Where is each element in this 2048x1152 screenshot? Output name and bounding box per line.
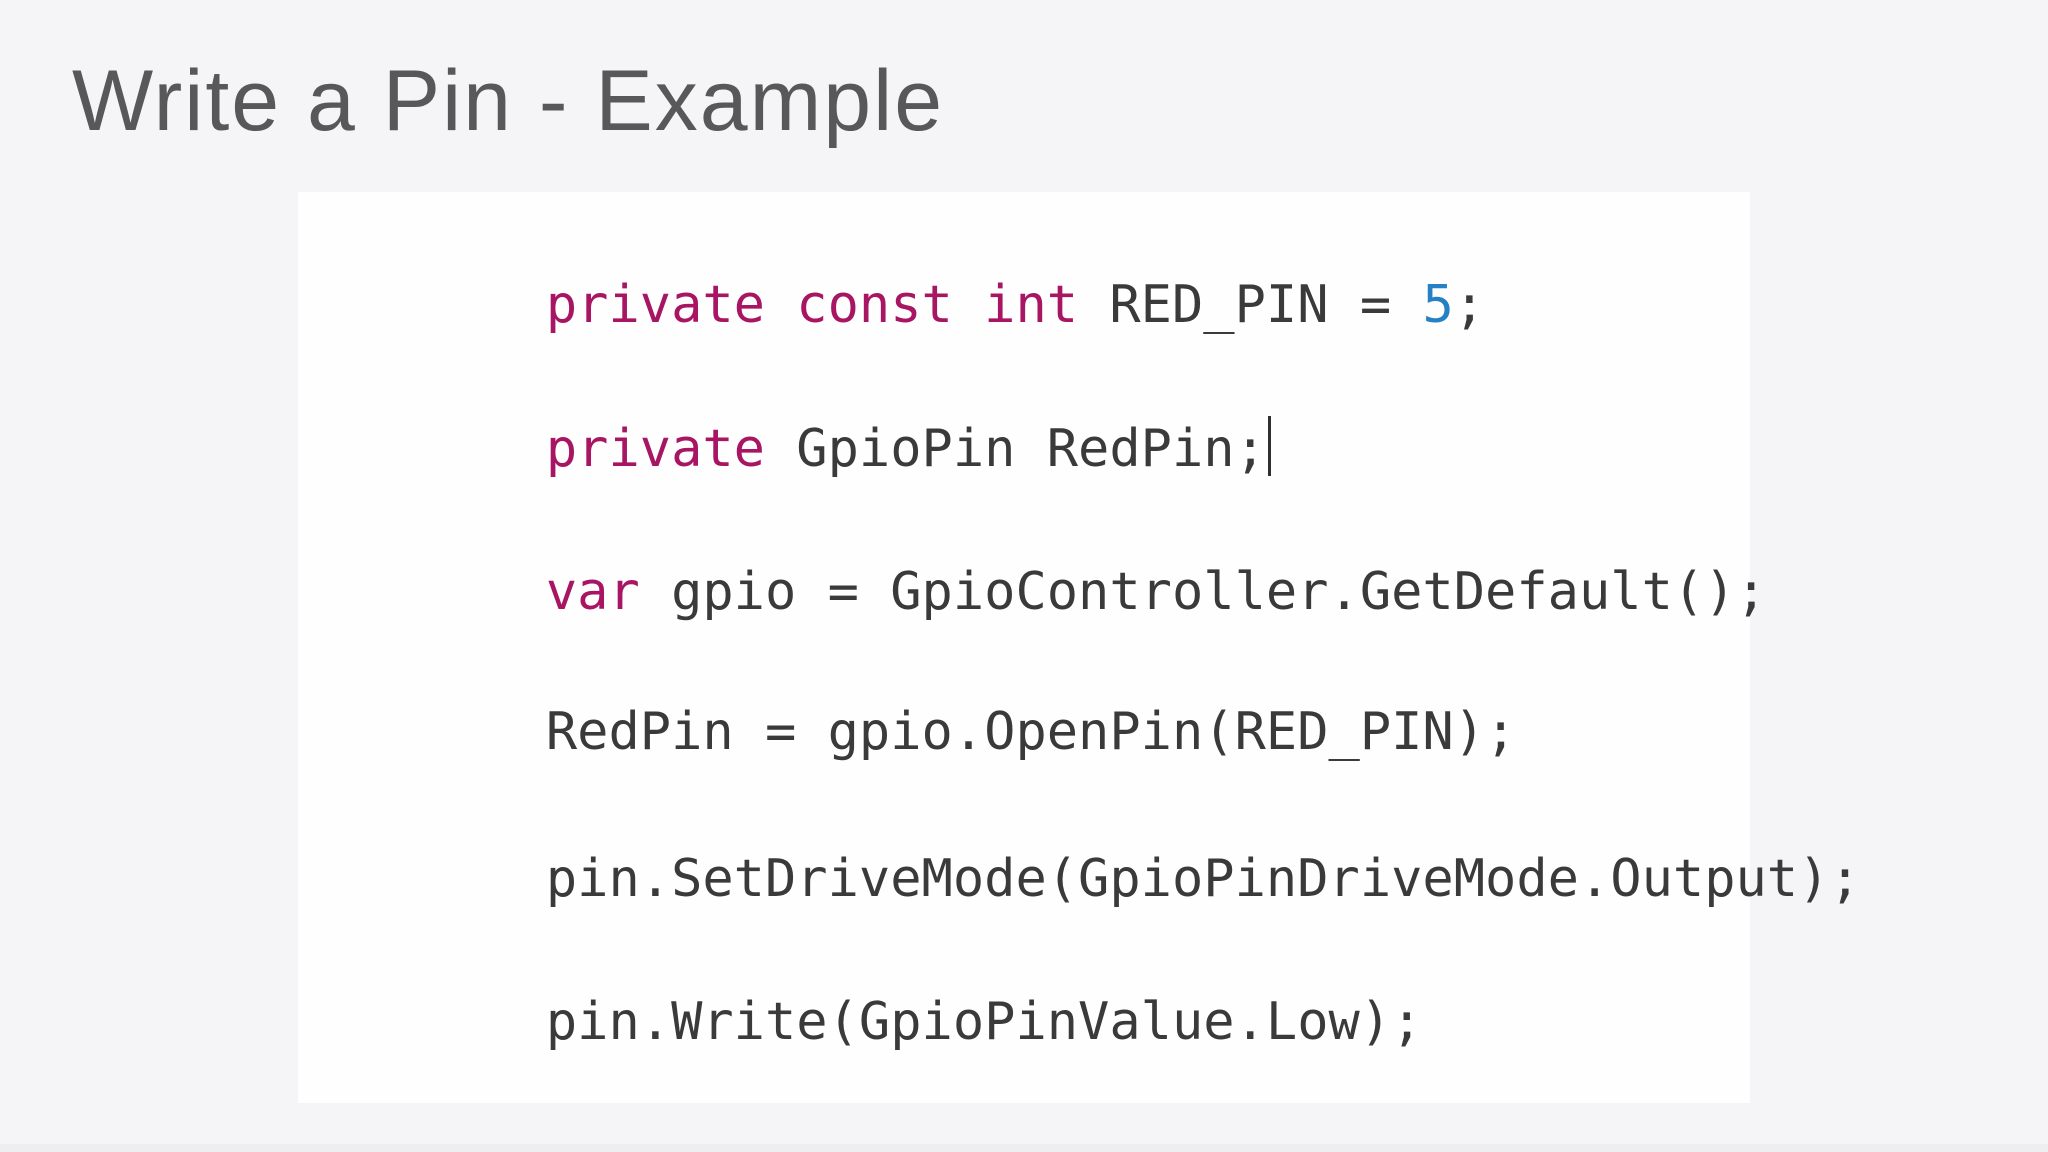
code-number-segment: 5 [1422,275,1454,335]
code-plain-segment: RedPin = gpio.OpenPin(RED_PIN); [545,702,1517,762]
text-caret [1267,416,1271,476]
code-plain-segment: ; [1453,275,1486,335]
code-panel: private const int RED_PIN = 5; private G… [298,192,1861,1103]
code-plain-segment: gpio = GpioController.GetDefault(); [639,562,1767,622]
code-line: private GpioPin RedPin; [358,364,1271,528]
code-line: var gpio = GpioController.GetDefault(); [358,514,1767,670]
code-line: private const int RED_PIN = 5; [358,227,1485,383]
slide-title: Write a Pin - Example [72,53,945,149]
code-keyword-segment: var [545,562,640,622]
code-line: pin.SetDriveMode(GpioPinDriveMode.Output… [358,801,1861,957]
code-plain-segment: RED_PIN = [1109,275,1423,335]
bottom-edge-strip [0,1144,2048,1152]
code-line: pin.Write(GpioPinValue.Low); [358,944,1423,1100]
code-keyword-segment: private [545,419,797,479]
code-line: RedPin = gpio.OpenPin(RED_PIN); [358,654,1517,810]
code-plain-segment: pin.SetDriveMode(GpioPinDriveMode.Output… [545,849,1861,909]
code-plain-segment: pin.Write(GpioPinValue.Low); [545,992,1423,1052]
code-keyword-segment: private const int [545,275,1110,335]
code-plain-segment: GpioPin RedPin; [796,419,1266,479]
